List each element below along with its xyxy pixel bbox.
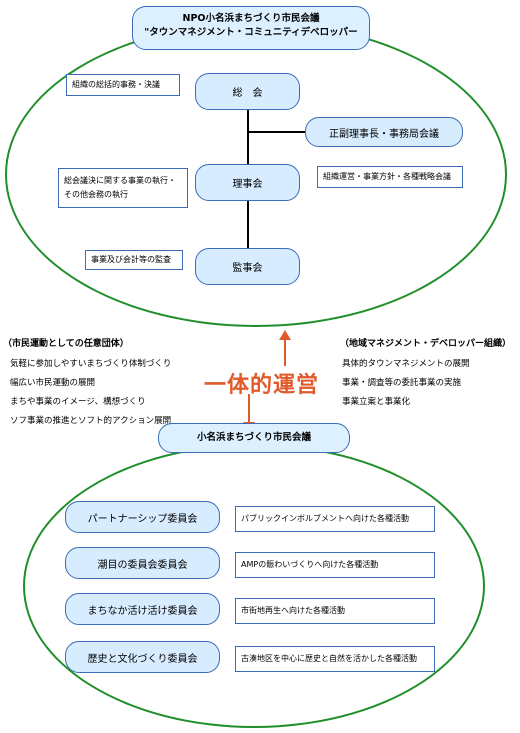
history-culture-activity: 古湊地区を中心に歴史と自然を活かした各種活動	[235, 646, 435, 672]
partnership-activity: パブリックインボルブメントへ向けた各種活動	[235, 506, 435, 532]
general-meeting-node: 総 会	[195, 73, 300, 110]
right-group-list: 具体的タウンマネジメントの展開 事業・調査等の委託事業の実施 事業立案と事業化	[342, 355, 470, 412]
right-item-2: 事業・調査等の委託事業の実施	[342, 378, 462, 388]
left-item-4: ソフ事業の推進とソフト的アクション展開	[10, 416, 172, 426]
audit-note: 事業及び会計等の監査	[85, 250, 183, 270]
integrated-operation-label: 一体的運営	[204, 373, 320, 398]
board-label: 理事会	[232, 179, 263, 190]
right-item-3: 事業立案と事業化	[342, 397, 411, 407]
shiome-activity: AMPの賑わいづくりへ向けた各種活動	[235, 552, 435, 578]
partnership-committee: パートナーシップ委員会	[65, 501, 220, 533]
audit-node: 監事会	[195, 248, 300, 285]
up-arrow-head-icon	[279, 330, 291, 340]
right-group-title: （地域マネジメント・デベロッパー組織）	[340, 339, 512, 349]
left-group-title: （市民運動としての任意団体）	[3, 339, 129, 349]
general-meeting-note: 組織の総括的事務・決議	[66, 74, 180, 96]
vice-chair-label: 正副理事長・事務局会議	[329, 128, 439, 140]
npo-title-box: NPO小名浜まちづくり市民会議 "タウンマネジメント・コミュニティデベロッパー	[132, 6, 370, 50]
down-arrow-shaft	[248, 394, 250, 424]
board-node: 理事会	[195, 164, 300, 201]
history-culture-committee: 歴史と文化づくり委員会	[65, 641, 220, 673]
board-note-line2: その他会務の執行	[64, 190, 128, 199]
machinaka-activity: 市街地再生へ向けた各種活動	[235, 598, 435, 624]
board-note-line1: 総会議決に関する事業の執行・	[64, 176, 176, 185]
left-item-2: 幅広い市民運動の展開	[10, 378, 96, 388]
left-item-3: まちや事業のイメージ、構想づくり	[10, 397, 146, 407]
left-group-list: 気軽に参加しやすいまちづくり体制づくり 幅広い市民運動の展開 まちや事業のイメー…	[10, 355, 171, 431]
citizens-ellipse	[23, 444, 485, 728]
machinaka-committee: まちなか活け活け委員会	[65, 593, 220, 625]
vice-chair-note: 組織運営・事業方針・各種戦略会議	[317, 166, 463, 188]
left-item-1: 気軽に参加しやすいまちづくり体制づくり	[10, 359, 172, 369]
connector-horizontal	[247, 131, 307, 133]
board-note: 総会議決に関する事業の執行・ その他会務の執行	[58, 168, 188, 208]
shiome-committee: 潮目の委員会委員会	[65, 547, 220, 579]
npo-title-line2: "タウンマネジメント・コミュニティデベロッパー	[144, 27, 358, 38]
right-item-1: 具体的タウンマネジメントの展開	[342, 359, 470, 369]
vice-chair-node: 正副理事長・事務局会議	[305, 117, 463, 147]
npo-title-line1: NPO小名浜まちづくり市民会議	[182, 13, 320, 24]
general-meeting-label: 総 会	[232, 88, 263, 99]
audit-label: 監事会	[232, 263, 263, 274]
citizens-title-box: 小名浜まちづくり市民会議	[158, 423, 350, 453]
citizens-title: 小名浜まちづくり市民会議	[196, 432, 311, 443]
up-arrow-shaft	[284, 338, 286, 366]
